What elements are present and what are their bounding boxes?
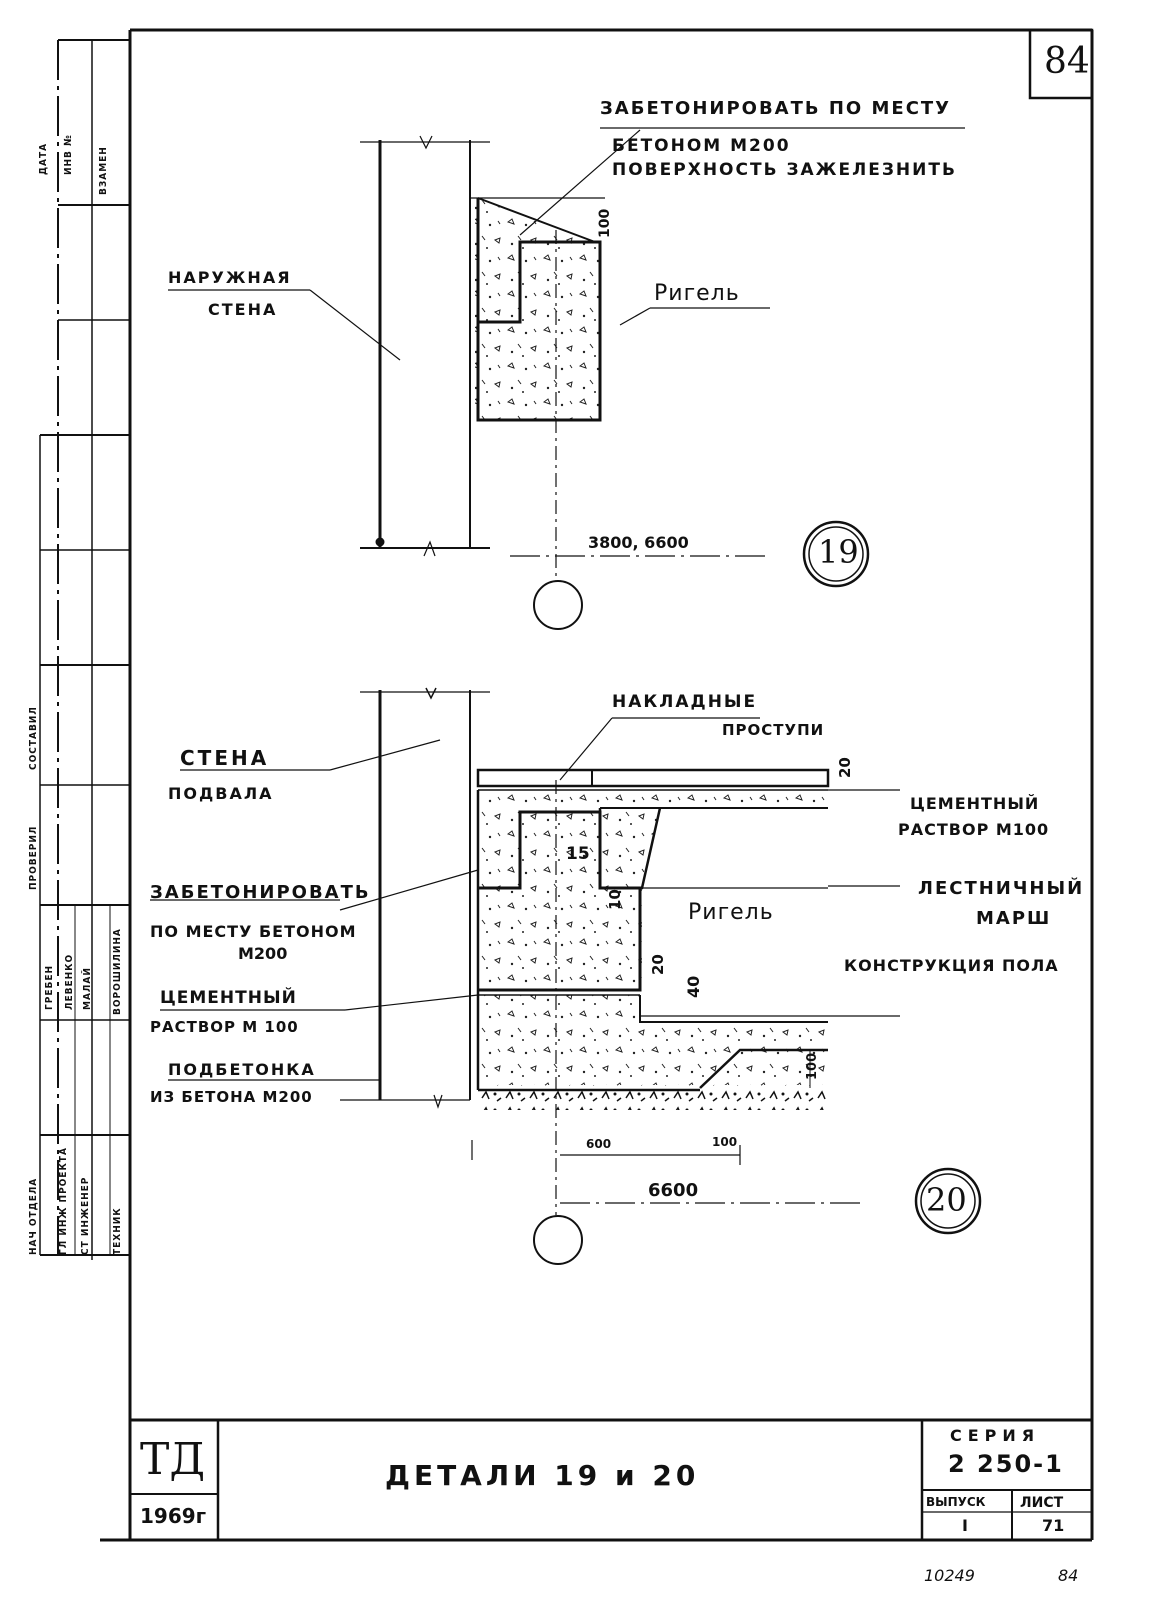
d20-cement-top-1: ЦЕМЕНТНЫЙ xyxy=(910,794,1040,813)
left-strip xyxy=(39,39,130,1260)
d20-floor-label: КОНСТРУКЦИЯ ПОЛА xyxy=(844,956,1059,975)
strip-name-1: ГРЕБЕН xyxy=(44,964,55,1010)
detail-19-drawing xyxy=(168,127,965,630)
issue-value: I xyxy=(962,1516,968,1535)
d19-callout-line1: ЗАБЕТОНИРОВАТЬ ПО МЕСТУ xyxy=(600,98,952,119)
strip-role-head: НАЧ ОТДЕЛА xyxy=(28,1177,39,1255)
strip-name-2: ЛЕВЕНКО xyxy=(64,953,75,1010)
d20-concrete-line2: ПО МЕСТУ БЕТОНОМ xyxy=(150,922,357,941)
issue-label: ВЫПУСК xyxy=(926,1495,986,1509)
d20-number: 20 xyxy=(926,1181,967,1219)
d20-cement-low-1: ЦЕМЕНТНЫЙ xyxy=(160,988,297,1008)
strip-replace-label: ВЗАМЕН xyxy=(98,146,109,195)
d19-dim-100: 100 xyxy=(597,208,613,238)
d20-dimension: 6600 xyxy=(648,1180,699,1201)
d20-cement-top-2: РАСТВОР М100 xyxy=(898,820,1050,839)
org-mark: ТД xyxy=(140,1434,206,1485)
title-block xyxy=(130,1418,1092,1540)
d19-callout-line2: БЕТОНОМ М200 xyxy=(612,136,791,156)
sheet-value: 71 xyxy=(1042,1516,1065,1535)
d20-treads-line1: НАКЛАДНЫЕ xyxy=(612,692,758,712)
strip-role-tech: ТЕХНИК xyxy=(112,1207,123,1255)
d20-stair-line1: ЛЕСТНИЧНЫЙ xyxy=(918,878,1085,899)
d19-callout-line3: ПОВЕРХНОСТЬ ЗАЖЕЛЕЗНИТЬ xyxy=(612,160,957,180)
d20-dim-40: 40 xyxy=(684,975,703,998)
footer-number-left: 10249 xyxy=(924,1566,975,1585)
series-value: 2 250-1 xyxy=(948,1450,1064,1478)
strip-inv-label: ИНВ № xyxy=(63,134,74,175)
strip-role-senior: СТ ИНЖЕНЕР xyxy=(80,1176,91,1255)
d20-stair-line2: МАРШ xyxy=(976,908,1052,929)
year-label: 1969г xyxy=(140,1504,207,1528)
d20-dim-15: 15 xyxy=(566,844,590,864)
d19-dimension: 3800, 6600 xyxy=(588,533,689,552)
d20-concrete-line3: М200 xyxy=(238,944,288,963)
d20-beam-label: Ригель xyxy=(688,900,774,925)
footer-number-right: 84 xyxy=(1058,1566,1079,1585)
d20-sub-line1: ПОДБЕТОНКА xyxy=(168,1060,316,1079)
d20-wall-line2: ПОДВАЛА xyxy=(168,784,274,803)
d19-wall-label-2: СТЕНА xyxy=(208,300,278,319)
page-number: 84 xyxy=(1044,41,1090,82)
strip-name-3: МАЛАЙ xyxy=(82,967,93,1010)
strip-checked-label: ПРОВЕРИЛ xyxy=(28,825,39,890)
drawing-title: ДЕТАЛИ 19 и 20 xyxy=(385,1459,700,1492)
d20-dim-20-top: 20 xyxy=(836,757,854,778)
strip-composed-label: СОСТАВИЛ xyxy=(28,706,39,770)
d20-wall-line1: СТЕНА xyxy=(180,746,270,770)
d20-dim-10: 10 xyxy=(606,889,624,910)
d19-wall-label-1: НАРУЖНАЯ xyxy=(168,268,292,287)
d20-dim-600: 600 xyxy=(586,1137,612,1151)
d20-dim-100b: 100 xyxy=(712,1135,738,1149)
strip-role-chief: ГЛ ИНЖ ПРОЕКТА xyxy=(58,1147,69,1255)
d20-concrete-line1: ЗАБЕТОНИРОВАТЬ xyxy=(150,882,371,903)
d20-treads-line2: ПРОСТУПИ xyxy=(722,721,825,739)
detail-20-drawing xyxy=(150,687,982,1265)
series-label: СЕРИЯ xyxy=(950,1426,1041,1445)
d19-beam-label: Ригель xyxy=(654,281,740,306)
strip-date-label: ДАТА xyxy=(38,142,49,175)
d20-dim-100: 100 xyxy=(805,1052,820,1080)
sheet-label: ЛИСТ xyxy=(1020,1495,1064,1511)
d19-number: 19 xyxy=(818,533,859,571)
strip-name-4: ВОРОШИЛИНА xyxy=(112,928,123,1015)
d20-cement-low-2: РАСТВОР М 100 xyxy=(150,1018,299,1036)
d20-sub-line2: ИЗ БЕТОНА М200 xyxy=(150,1088,313,1106)
d20-dim-20: 20 xyxy=(649,954,667,975)
